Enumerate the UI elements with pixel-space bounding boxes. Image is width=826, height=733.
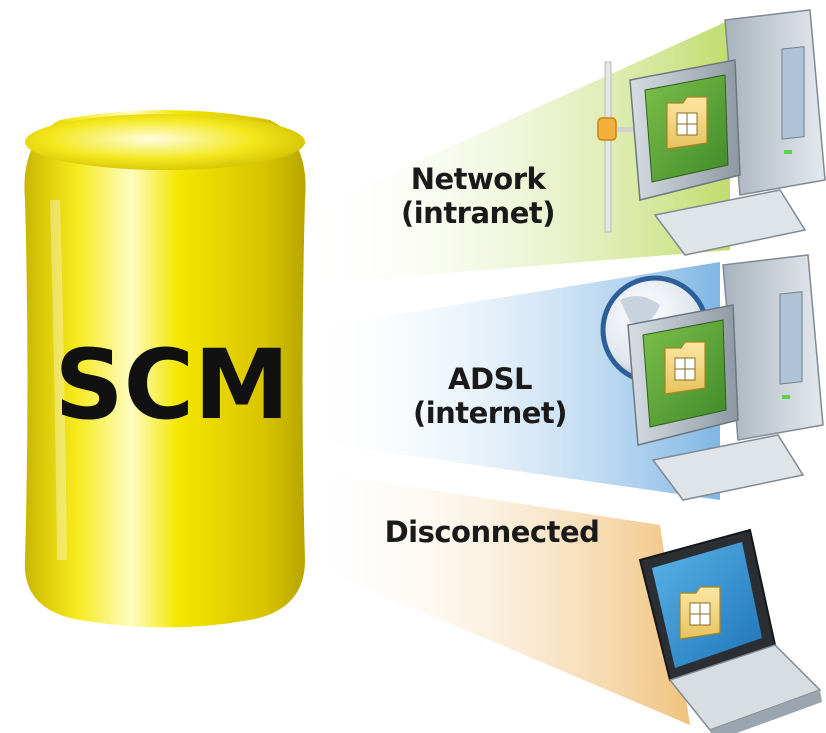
network-label-line1: Network [410, 162, 546, 196]
folder-icon [679, 586, 721, 640]
desktop-computer-adsl [627, 254, 824, 501]
adsl-label-line1: ADSL [448, 362, 532, 396]
disconnected-beam [300, 470, 690, 725]
folder-icon [666, 96, 708, 150]
scm-database-cylinder: SCM [24, 110, 306, 628]
network-label-line2: (intranet) [400, 196, 556, 230]
adsl-label: ADSL (internet) [410, 362, 570, 430]
network-label: Network (intranet) [398, 162, 558, 230]
folder-icon [664, 341, 706, 395]
network-beam [300, 20, 730, 285]
disconnected-label: Disconnected [372, 515, 612, 549]
desktop-computer-network [629, 9, 826, 256]
scm-label: SCM [54, 329, 289, 441]
disconnected-label-line1: Disconnected [384, 515, 600, 549]
adsl-label-line2: (internet) [412, 396, 568, 430]
network-hub-icon [597, 61, 633, 233]
